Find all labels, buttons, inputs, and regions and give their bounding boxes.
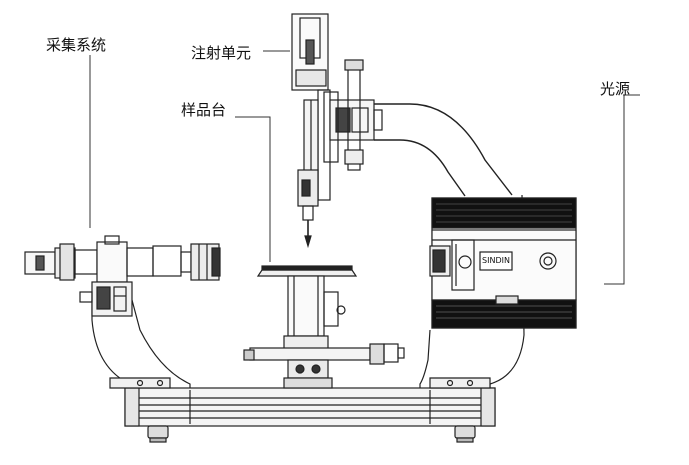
leader-lines [89, 50, 640, 285]
camera-assembly [24, 235, 221, 317]
injection-unit [291, 13, 331, 249]
sample-stage-label: 样品台 [181, 101, 227, 119]
left-arm [91, 299, 191, 389]
light-leader-line [604, 94, 640, 285]
base-rail [124, 387, 496, 427]
light-guide-cable [374, 103, 513, 197]
right-arm [419, 194, 525, 389]
injection-mount [323, 59, 383, 171]
stage-leader-line [235, 116, 271, 262]
light-source-box [429, 197, 577, 329]
light-source-label: 光源 [600, 80, 631, 98]
device-badge: SINDIN [482, 256, 510, 265]
sample-stage [243, 265, 405, 389]
acquisition-system-label: 采集系统 [46, 36, 107, 54]
base-feet [147, 425, 476, 443]
injection-unit-label: 注射单元 [191, 44, 252, 62]
